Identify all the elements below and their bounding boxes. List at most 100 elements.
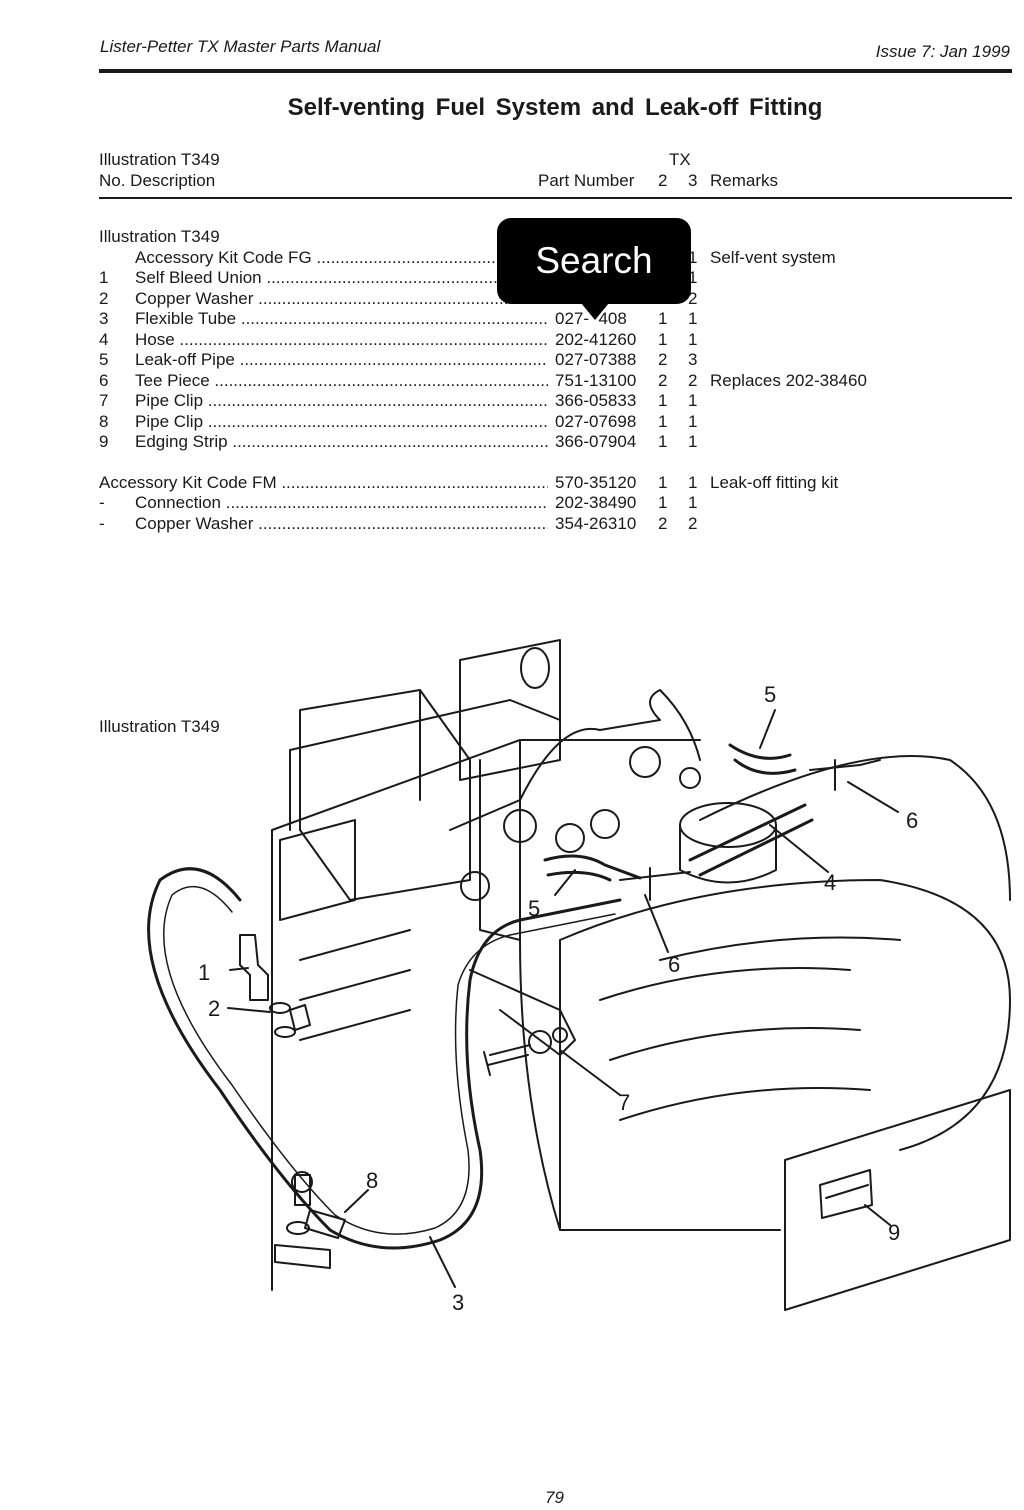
item-no: 9 bbox=[99, 432, 109, 451]
qty-tx2: 1 bbox=[658, 493, 668, 512]
callout-3: 3 bbox=[452, 1290, 464, 1315]
tank-ribs bbox=[599, 936, 901, 1121]
item-description: Connection bbox=[135, 493, 548, 513]
qty-tx2: 1 bbox=[658, 330, 668, 349]
pipe-clip-8 bbox=[304, 1209, 346, 1239]
callout-9: 9 bbox=[888, 1220, 900, 1245]
item-no: 8 bbox=[99, 412, 109, 431]
leader-lines bbox=[227, 709, 899, 1288]
qty-tx2: 2 bbox=[658, 371, 668, 390]
item-description: Copper Washer bbox=[135, 289, 548, 309]
injector-nut-1 bbox=[503, 809, 537, 843]
part-number: 027-07388 bbox=[555, 350, 637, 369]
leak-off-pipe-5 bbox=[543, 854, 642, 882]
edging-strip bbox=[819, 1169, 873, 1219]
callout-7: 7 bbox=[618, 1090, 630, 1115]
qty-tx2: 1 bbox=[658, 412, 668, 431]
manual-title: Lister-Petter TX Master Parts Manual bbox=[100, 37, 381, 56]
callout-2: 2 bbox=[208, 996, 220, 1021]
item-description: Edging Strip bbox=[135, 432, 548, 452]
part-number: 202-41260 bbox=[555, 330, 637, 349]
injector-nut-4 bbox=[629, 746, 661, 778]
column-header-illustration: Illustration T349 bbox=[99, 150, 220, 169]
part-number: 366-05833 bbox=[555, 391, 637, 410]
item-no: - bbox=[99, 493, 105, 512]
item-description: Self Bleed Union bbox=[135, 268, 548, 288]
qty-tx3: 1 bbox=[688, 248, 698, 267]
bolt-8 bbox=[294, 1174, 311, 1206]
bolt-head bbox=[460, 871, 490, 901]
qty-tx3: 2 bbox=[688, 289, 698, 308]
section-label: Illustration T349 bbox=[99, 227, 220, 246]
item-description: Accessory Kit Code FM bbox=[99, 473, 548, 493]
part-number: 366-07904 bbox=[555, 432, 637, 451]
callout-5-top: 5 bbox=[764, 682, 776, 707]
flexible-tube-3-inner bbox=[163, 885, 616, 1235]
column-header-part-number: Part Number bbox=[538, 171, 635, 190]
bolt-8-head bbox=[291, 1171, 313, 1193]
callout-1: 1 bbox=[198, 960, 210, 985]
qty-tx2: 1 bbox=[658, 309, 668, 328]
search-popup-button[interactable]: Search bbox=[497, 218, 691, 320]
item-no: 3 bbox=[99, 309, 109, 328]
remarks: Replaces 202-38460 bbox=[710, 371, 867, 390]
exploded-view-illustration: 1 2 3 4 5 5 6 6 7 8 9 bbox=[147, 639, 1011, 1315]
item-no: 6 bbox=[99, 371, 109, 390]
item-description: Hose bbox=[135, 330, 548, 350]
engine-block bbox=[271, 699, 701, 1291]
part-number: 027-07698 bbox=[555, 412, 637, 431]
issue-date: Issue 7: Jan 1999 bbox=[875, 42, 1010, 61]
item-no: 5 bbox=[99, 350, 109, 369]
item-no: 2 bbox=[99, 289, 109, 308]
remarks: Self-vent system bbox=[710, 248, 836, 267]
bracket-hole bbox=[520, 647, 550, 689]
qty-tx2: 1 bbox=[658, 473, 668, 492]
hose-5-top bbox=[728, 743, 797, 775]
tee-piece-2 bbox=[619, 867, 691, 901]
item-description: Flexible Tube bbox=[135, 309, 548, 329]
flexible-tube-3 bbox=[147, 867, 622, 1250]
callout-8: 8 bbox=[366, 1168, 378, 1193]
qty-tx3: 1 bbox=[688, 412, 698, 431]
qty-tx3: 2 bbox=[688, 514, 698, 533]
item-no: 4 bbox=[99, 330, 109, 349]
tee-piece-1 bbox=[809, 759, 881, 791]
pipe-clip-7 bbox=[469, 969, 576, 1056]
hose-4 bbox=[688, 803, 814, 877]
item-description: Leak-off Pipe bbox=[135, 350, 548, 370]
fuel-pump-box bbox=[299, 689, 471, 901]
block-panel-lines bbox=[279, 819, 561, 1231]
mounting-bracket bbox=[459, 639, 561, 941]
clip-7-hole bbox=[552, 1027, 568, 1043]
copper-washer-a bbox=[269, 1002, 291, 1014]
column-header-q3: 3 bbox=[688, 171, 698, 190]
qty-tx3: 1 bbox=[688, 268, 698, 287]
fuel-tank bbox=[559, 755, 1011, 1231]
item-description: Copper Washer bbox=[135, 514, 548, 534]
remarks: Leak-off fitting kit bbox=[710, 473, 839, 492]
connection-fitting bbox=[289, 1004, 311, 1031]
page-title: Self-venting Fuel System and Leak-off Fi… bbox=[287, 94, 823, 121]
bolt-7 bbox=[483, 1044, 531, 1076]
injector-pipes bbox=[449, 689, 701, 831]
edging-panel bbox=[784, 1089, 1011, 1311]
qty-tx3: 2 bbox=[688, 371, 698, 390]
qty-tx3: 1 bbox=[688, 432, 698, 451]
copper-washer-b bbox=[274, 1026, 296, 1038]
page-number: 79 bbox=[545, 1488, 564, 1507]
fuel-filter-body bbox=[679, 824, 777, 884]
item-description: Pipe Clip bbox=[135, 391, 548, 411]
qty-tx3: 1 bbox=[688, 309, 698, 328]
qty-tx3: 1 bbox=[688, 391, 698, 410]
injector-nut-3 bbox=[590, 809, 620, 839]
qty-tx2: 1 bbox=[658, 432, 668, 451]
column-header-remarks: Remarks bbox=[710, 171, 779, 190]
item-no: 1 bbox=[99, 268, 109, 287]
qty-tx2: 2 bbox=[658, 350, 668, 369]
part-number: 570-35120 bbox=[555, 473, 637, 492]
part-number: 202-38490 bbox=[555, 493, 637, 512]
item-description: Accessory Kit Code FG bbox=[135, 248, 548, 268]
item-no: - bbox=[99, 514, 105, 533]
illustration-label: Illustration T349 bbox=[99, 717, 220, 736]
column-header-q2: 2 bbox=[658, 171, 668, 190]
